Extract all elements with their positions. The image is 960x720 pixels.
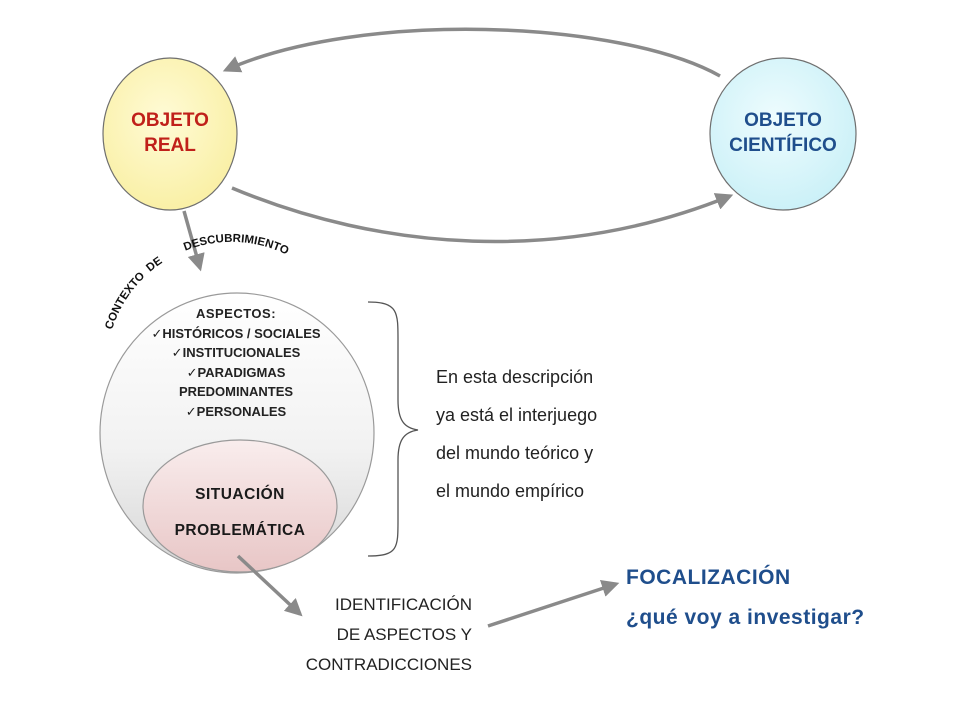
aspects-title: ASPECTOS:: [195, 306, 277, 321]
check-icon: ✓: [151, 325, 163, 341]
situation-ellipse: [142, 439, 338, 573]
objeto-cientifico-line-1: OBJETO: [744, 110, 822, 131]
situation-label: SITUACIÓN PROBLEMÁTICA: [150, 477, 330, 549]
situation-line-1: SITUACIÓN: [195, 486, 285, 503]
aspect-item: ✓HISTÓRICOS / SOCIALES: [120, 324, 352, 344]
situation-line-2: PROBLEMÁTICA: [174, 522, 306, 539]
focalization-question: ¿qué voy a investigar?: [626, 606, 865, 629]
aspect-item-continuation: PREDOMINANTES: [178, 384, 294, 399]
focalization-title: FOCALIZACIÓN: [626, 566, 791, 589]
check-icon: ✓: [171, 345, 183, 360]
description-line: del mundo teórico y: [436, 443, 594, 463]
identification-line: CONTRADICCIONES: [305, 655, 472, 674]
check-icon: ✓: [186, 364, 198, 380]
description-line: el mundo empírico: [436, 481, 585, 501]
arrow-cientifico-to-real: [222, 27, 721, 78]
arrow-real-to-cientifico: [231, 186, 734, 244]
aspect-item-label: PERSONALES: [196, 403, 287, 419]
arrow-situation-to-identification: [236, 554, 303, 617]
arc-right-label: DESCUBRIMIENTO: [182, 233, 290, 258]
arrow-real-to-context: [182, 210, 205, 272]
objeto-cientifico-label: OBJETO CIENTÍFICO: [710, 108, 856, 158]
identification-text: IDENTIFICACIÓN DE ASPECTOS Y CONTRADICCI…: [282, 590, 472, 680]
description-line: En esta descripción: [436, 367, 594, 387]
aspect-item: ✓INSTITUCIONALES: [120, 343, 352, 363]
aspect-item-label: INSTITUCIONALES: [182, 345, 301, 360]
objeto-real-circle: [102, 57, 238, 211]
aspect-item: ✓PARADIGMAS: [120, 363, 352, 383]
focalization-block: FOCALIZACIÓN ¿qué voy a investigar?: [626, 558, 926, 638]
arrow-identification-to-focalization: [487, 580, 620, 628]
check-icon: ✓: [185, 403, 197, 419]
objeto-cientifico-circle: [709, 57, 857, 211]
aspect-item-label: HISTÓRICOS / SOCIALES: [162, 325, 321, 341]
description-text: En esta descripción ya está el interjueg…: [436, 358, 646, 510]
objeto-real-label: OBJETO REAL: [105, 108, 235, 158]
aspects-list: ASPECTOS: ✓HISTÓRICOS / SOCIALES ✓INSTIT…: [120, 304, 352, 421]
objeto-real-line-1: OBJETO: [131, 110, 209, 131]
description-line: ya está el interjuego: [436, 405, 598, 425]
aspect-item: ✓PERSONALES: [120, 402, 352, 422]
identification-line: DE ASPECTOS Y: [336, 625, 472, 644]
objeto-real-line-2: REAL: [144, 135, 196, 156]
identification-line: IDENTIFICACIÓN: [335, 595, 472, 614]
aspect-item-label: PARADIGMAS: [197, 364, 286, 380]
curly-brace: [367, 301, 419, 557]
objeto-cientifico-line-2: CIENTÍFICO: [729, 135, 837, 156]
